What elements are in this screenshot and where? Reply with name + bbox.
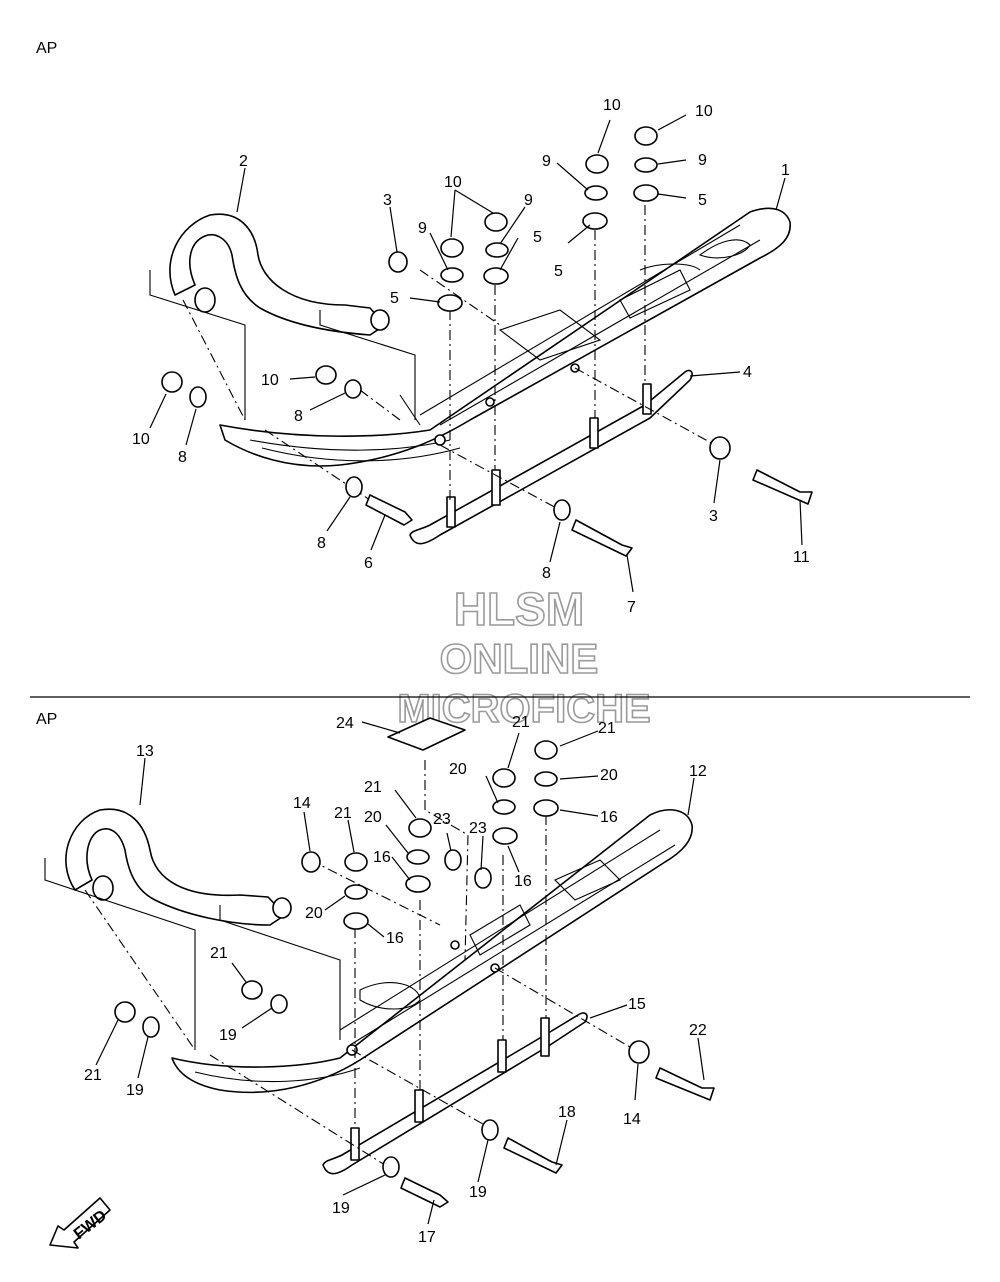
callout-21: 21 xyxy=(364,779,382,796)
callout-13: 13 xyxy=(136,743,154,760)
callout-21: 21 xyxy=(210,945,228,962)
callout-10: 10 xyxy=(444,174,462,191)
callout-21: 21 xyxy=(334,805,352,822)
callout-1: 1 xyxy=(781,162,790,179)
ski-body-bottom xyxy=(171,809,693,1094)
callout-10: 10 xyxy=(695,103,713,120)
ski-handle-bottom xyxy=(65,808,286,926)
callout-20: 20 xyxy=(449,761,467,778)
callout-6: 6 xyxy=(364,555,373,572)
callout-19: 19 xyxy=(469,1184,487,1201)
ski-handle-top xyxy=(169,213,386,336)
callout-15: 15 xyxy=(628,996,646,1013)
ski-body-top xyxy=(219,207,791,467)
callout-8: 8 xyxy=(317,535,326,552)
section-label-top: AP xyxy=(36,40,57,57)
watermark-line-2: ONLINE xyxy=(440,635,599,682)
callout-5: 5 xyxy=(554,263,563,280)
callout-21: 21 xyxy=(84,1067,102,1084)
pad-24 xyxy=(387,717,466,751)
callout-5: 5 xyxy=(390,290,399,307)
callout-8: 8 xyxy=(542,565,551,582)
callout-14: 14 xyxy=(623,1111,641,1128)
callout-8: 8 xyxy=(294,408,303,425)
callout-3: 3 xyxy=(383,192,392,209)
callout-3: 3 xyxy=(709,508,718,525)
callout-12: 12 xyxy=(689,763,707,780)
fwd-arrow-icon: FWD xyxy=(49,1197,111,1249)
callout-19: 19 xyxy=(219,1027,237,1044)
callout-23: 23 xyxy=(469,820,487,837)
callout-18: 18 xyxy=(558,1104,576,1121)
watermark-line-1: HLSM xyxy=(454,583,584,635)
wear-bar-top xyxy=(409,369,693,545)
callout-10: 10 xyxy=(603,97,621,114)
callout-10: 10 xyxy=(132,431,150,448)
callout-16: 16 xyxy=(514,873,532,890)
callout-5: 5 xyxy=(698,192,707,209)
callout-16: 16 xyxy=(386,930,404,947)
callout-9: 9 xyxy=(524,192,533,209)
callout-20: 20 xyxy=(364,809,382,826)
callout-9: 9 xyxy=(698,152,707,169)
callout-19: 19 xyxy=(126,1082,144,1099)
watermark: HLSM ONLINE MICROFICHE xyxy=(397,582,652,732)
callout-20: 20 xyxy=(305,905,323,922)
callout-5: 5 xyxy=(533,229,542,246)
callout-14: 14 xyxy=(293,795,311,812)
callout-9: 9 xyxy=(542,153,551,170)
section-label-bottom: AP xyxy=(36,711,57,728)
callout-20: 20 xyxy=(600,767,618,784)
callout-8: 8 xyxy=(178,449,187,466)
callout-9: 9 xyxy=(418,220,427,237)
callout-24: 24 xyxy=(336,715,354,732)
callout-16: 16 xyxy=(600,809,618,826)
top-assembly: 1 2 3 3 4 5 5 5 5 6 7 8 8 8 8 9 9 9 9 10… xyxy=(132,97,813,616)
callout-17: 17 xyxy=(418,1229,436,1246)
callout-16: 16 xyxy=(373,849,391,866)
callout-21: 21 xyxy=(598,720,616,737)
bottom-assembly: FWD xyxy=(44,714,715,1249)
callout-10: 10 xyxy=(261,372,279,389)
callout-7: 7 xyxy=(627,599,636,616)
callout-2: 2 xyxy=(239,153,248,170)
callout-22: 22 xyxy=(689,1022,707,1039)
wear-bar-bottom xyxy=(322,1012,588,1175)
callout-4: 4 xyxy=(743,364,752,381)
callout-23: 23 xyxy=(433,811,451,828)
callout-21: 21 xyxy=(512,714,530,731)
callout-11: 11 xyxy=(793,549,810,566)
callout-19: 19 xyxy=(332,1200,350,1217)
